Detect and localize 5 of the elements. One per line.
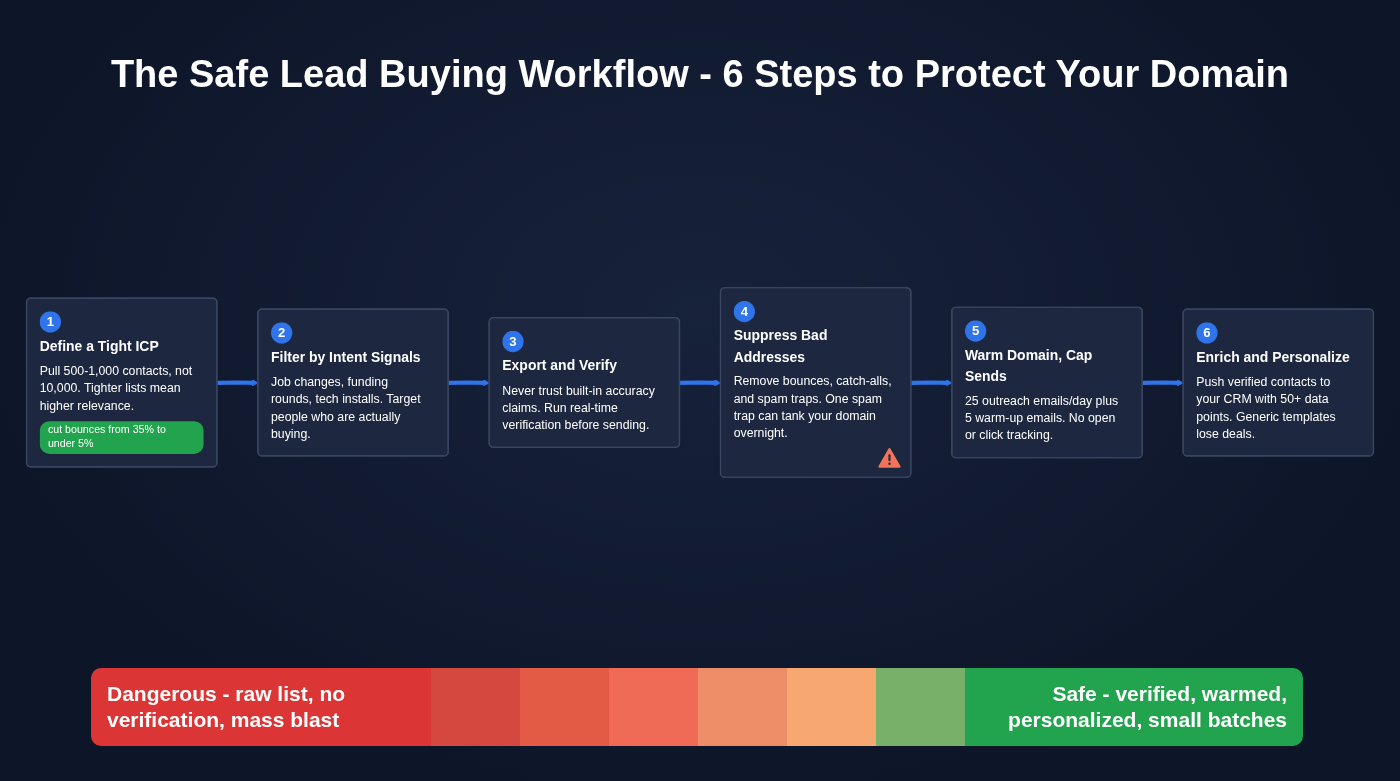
title: The Safe Lead Buying Workflow - 6 Steps to Protect Your Domain [110, 52, 1290, 97]
scale-end-label: Dangerous - raw list, no verification, mass blast [107, 680, 347, 733]
arrow [1142, 379, 1184, 387]
arrow [448, 379, 490, 387]
scale-end-label: Safe - verified, warmed, personalized, small batches [1007, 680, 1287, 733]
